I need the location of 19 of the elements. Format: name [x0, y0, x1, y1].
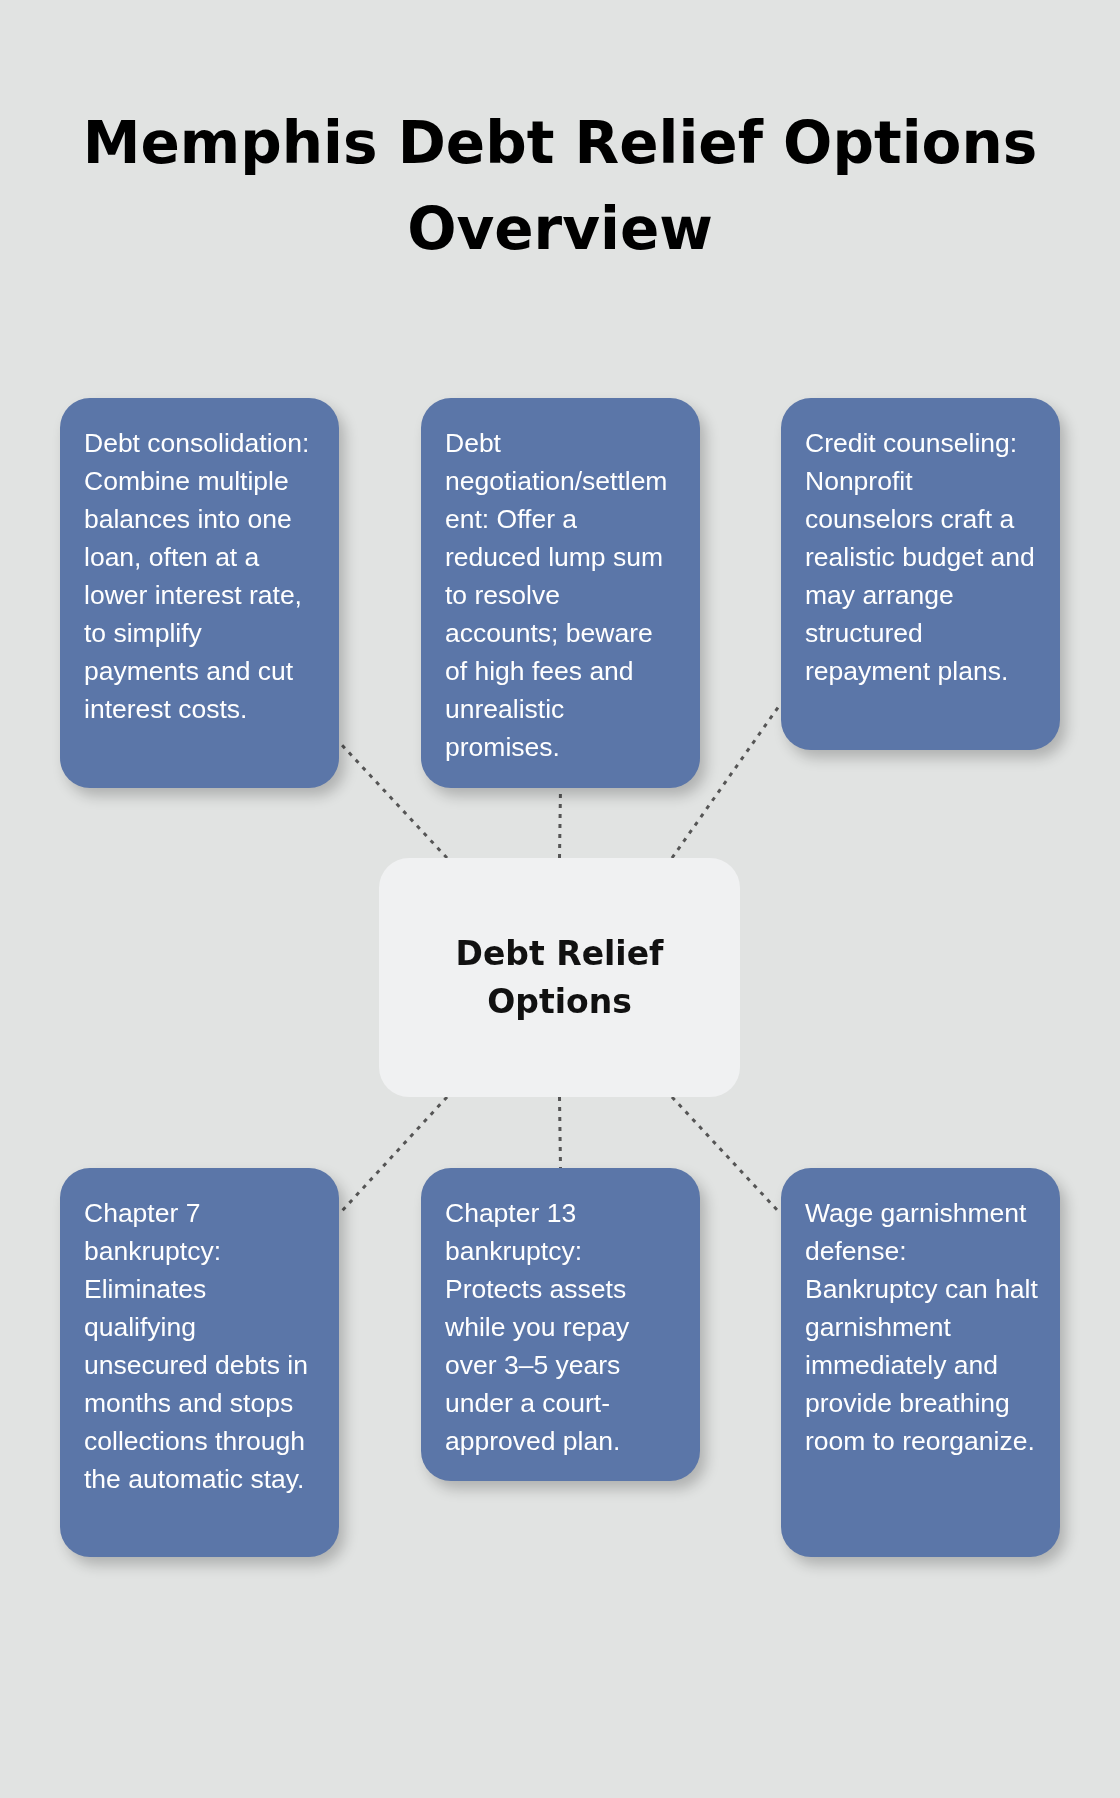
option-card — [781, 1168, 1060, 1557]
option-card — [60, 398, 339, 788]
option-card — [421, 398, 700, 788]
option-description: Debt negotiation/settlement: Offer a reduced lump sum to resolve accounts; beware of high fees and unrealistic promises. — [445, 427, 669, 764]
connector-line — [558, 1096, 562, 1169]
title: Memphis Debt Relief Options Overview — [81, 108, 1039, 265]
option-card — [421, 1168, 700, 1481]
option-description: Credit counseling: Nonprofit counselors craft a realistic budget and may arrange structured repayment plans. — [805, 427, 1036, 688]
connector-line — [339, 742, 449, 860]
hub-label: Debt Relief Options — [454, 932, 665, 1023]
option-card — [781, 398, 1060, 750]
connector-line — [670, 705, 781, 859]
option-description: Wage garnishment defense: Bankruptcy can halt garnishment immediately and provide breathing room to reorganize. — [805, 1197, 1039, 1458]
option-description: Chapter 13 bankruptcy: Protects assets while you repay over 3–5 years under a court-approved plan. — [445, 1197, 631, 1458]
option-description: Chapter 7 bankruptcy: Eliminates qualifying unsecured debts in months and stops collections through the automatic stay. — [84, 1197, 309, 1496]
option-card — [60, 1168, 339, 1557]
hub-box — [379, 858, 740, 1097]
connector-line — [339, 1096, 449, 1213]
option-description: Debt consolidation: Combine multiple balances into one loan, often at a lower interest rate, to simplify payments and cut interest costs. — [84, 427, 311, 726]
